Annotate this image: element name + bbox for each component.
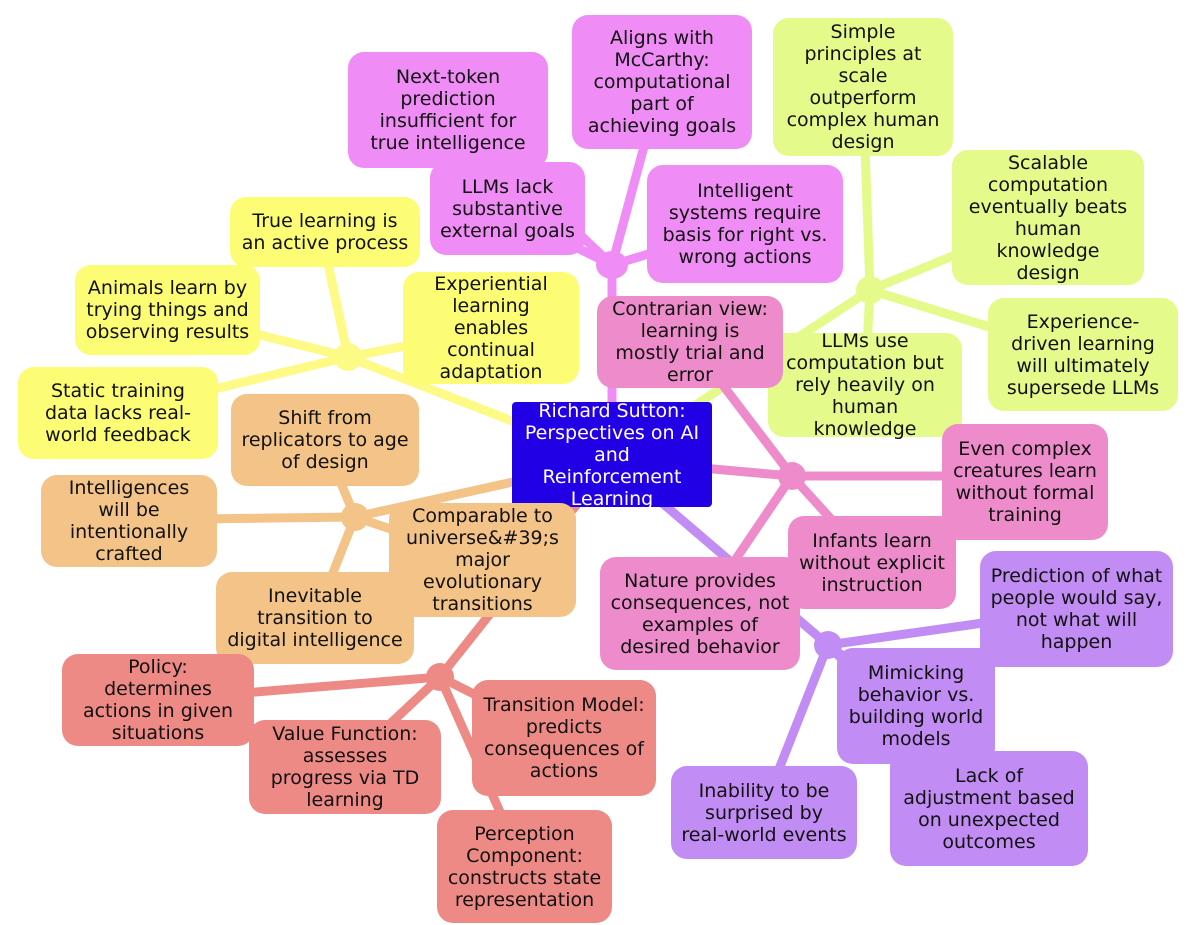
red-node-4[interactable]: Perception Component: constructs state r… xyxy=(437,810,612,923)
purple-node-1[interactable]: Prediction of what people would say, not… xyxy=(980,551,1173,667)
orange-node-4[interactable]: Inevitable transition to digital intelli… xyxy=(216,572,414,664)
lime-node-2[interactable]: Scalable computation eventually beats hu… xyxy=(952,150,1144,285)
magenta-hub xyxy=(596,251,628,279)
magenta-node-1[interactable]: Next-token prediction insufficient for t… xyxy=(348,52,548,168)
lime-node-4[interactable]: LLMs use computation but rely heavily on… xyxy=(768,330,962,440)
yellow-node-4[interactable]: Static training data lacks real-world fe… xyxy=(18,367,218,459)
purple-node-3[interactable]: Inability to be surprised by real-world … xyxy=(671,766,857,859)
pink-node-2[interactable]: Even complex creatures learn without for… xyxy=(942,424,1108,540)
root-node[interactable]: Richard Sutton: Perspectives on AI and R… xyxy=(512,400,712,510)
orange-node-2[interactable]: Intelligences will be intentionally craf… xyxy=(41,475,217,567)
purple-node-2[interactable]: Mimicking behavior vs. building world mo… xyxy=(837,648,995,764)
pink-node-4[interactable]: Nature provides consequences, not exampl… xyxy=(600,557,800,670)
lime-node-3[interactable]: Experience-driven learning will ultimate… xyxy=(988,298,1178,411)
orange-node-1[interactable]: Shift from replicators to age of design xyxy=(231,394,419,486)
magenta-node-4[interactable]: Intelligent systems require basis for ri… xyxy=(647,165,843,283)
orange-node-3[interactable]: Comparable to universe&#39;s major evolu… xyxy=(389,503,576,617)
yellow-node-3[interactable]: Experiential learning enables continual … xyxy=(403,272,579,384)
yellow-node-2[interactable]: Animals learn by trying things and obser… xyxy=(75,265,260,355)
purple-node-4[interactable]: Lack of adjustment based on unexpected o… xyxy=(890,751,1088,866)
red-node-2[interactable]: Value Function: assesses progress via TD… xyxy=(249,720,441,814)
red-hub xyxy=(426,663,454,691)
yellow-hub xyxy=(334,343,362,371)
purple-hub xyxy=(814,631,842,659)
pink-node-1[interactable]: Contrarian view: learning is mostly tria… xyxy=(597,296,783,388)
pink-node-3[interactable]: Infants learn without explicit instructi… xyxy=(788,516,956,609)
pink-hub xyxy=(778,462,806,490)
lime-hub xyxy=(856,276,884,304)
magenta-node-3[interactable]: LLMs lack substantive external goals xyxy=(430,162,585,255)
red-node-1[interactable]: Policy: determines actions in given situ… xyxy=(62,654,254,746)
orange-hub xyxy=(341,503,369,531)
yellow-node-1[interactable]: True learning is an active process xyxy=(230,197,420,267)
lime-node-1[interactable]: Simple principles at scale outperform co… xyxy=(773,18,953,156)
magenta-node-2[interactable]: Aligns with McCarthy: computational part… xyxy=(572,15,752,149)
red-node-3[interactable]: Transition Model: predicts consequences … xyxy=(472,680,656,796)
